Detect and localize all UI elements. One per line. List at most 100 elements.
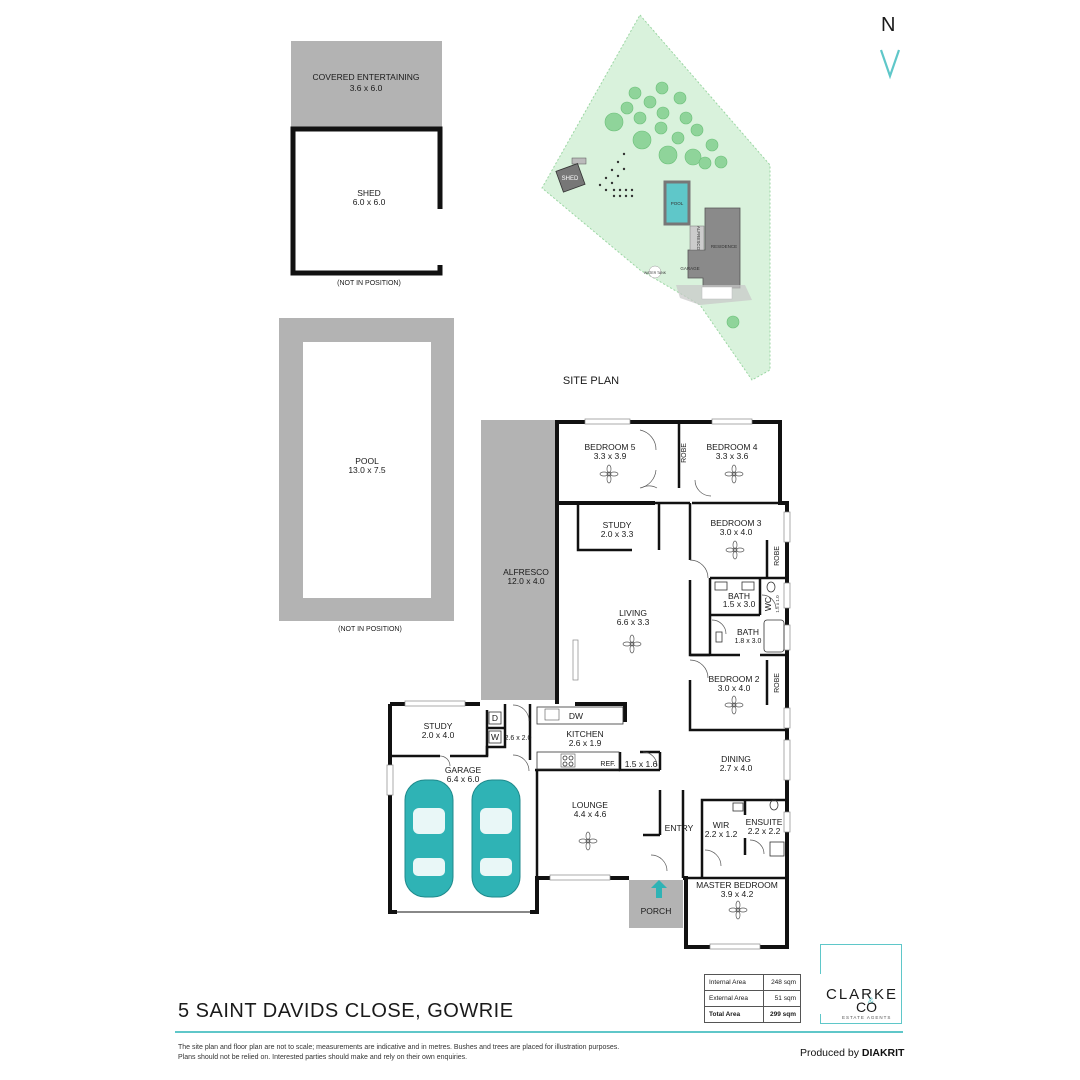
room-name: ALFRESCO xyxy=(503,567,549,577)
covered-entertaining-name: COVERED ENTERTAINING xyxy=(313,72,420,82)
logo-co: CO xyxy=(856,999,877,1015)
room-name: LIVING xyxy=(619,608,647,618)
room-name: WC xyxy=(763,597,773,611)
room-size: 2.0 x 4.0 xyxy=(422,730,455,740)
room-bedroom-5: BEDROOM 5 3.3 x 3.9 xyxy=(584,442,635,461)
room-size: 12.0 x 4.0 xyxy=(507,576,545,586)
area-table: Internal Area 248 sqm External Area 51 s… xyxy=(704,974,801,1023)
pool-size: 13.0 x 7.5 xyxy=(348,465,386,475)
disclaimer-line: Plans should not be relied on. Intereste… xyxy=(178,1053,468,1061)
room-name: LOUNGE xyxy=(572,800,608,810)
room-size: 1.8 x 3.0 xyxy=(735,638,762,645)
room-study-garage: STUDY 2.0 x 4.0 xyxy=(422,721,455,740)
room-name: STUDY xyxy=(603,520,632,530)
room-name: BEDROOM 4 xyxy=(706,442,757,452)
room-bedroom-4: BEDROOM 4 3.3 x 3.6 xyxy=(706,442,757,461)
north-label: N xyxy=(881,14,896,36)
room-name: GARAGE xyxy=(445,765,482,775)
room-master-bedroom: MASTER BEDROOM 3.9 x 4.2 xyxy=(696,880,778,899)
alfresco-area xyxy=(481,420,557,700)
area-label: Total Area xyxy=(704,1006,764,1023)
disclaimer: The site plan and floor plan are not to … xyxy=(178,1043,698,1062)
room-wc: WC 1.5 x 1.0 xyxy=(763,595,780,613)
room-name: BEDROOM 5 xyxy=(584,442,635,452)
site-garage-label: GARAGE xyxy=(680,266,699,271)
room-size: 3.3 x 3.9 xyxy=(594,451,627,461)
site-residence-label: RESIDENCE xyxy=(711,244,737,249)
area-label: Internal Area xyxy=(704,974,764,991)
room-robe-top: ROBE xyxy=(681,443,688,463)
vines-icon xyxy=(598,152,634,198)
clarke-co-logo: CLARKE & CO ESTATE AGENTS xyxy=(818,944,902,1024)
room-name: KITCHEN xyxy=(566,729,603,739)
covered-entertaining: COVERED ENTERTAINING 3.6 x 6.0 xyxy=(291,41,442,127)
site-water-tank-label: WATER TANK xyxy=(644,271,667,275)
room-size: 2.2 x 1.2 xyxy=(705,829,738,839)
site-alfresco-label: ALFRESCO xyxy=(696,226,701,251)
room-size: 3.3 x 3.6 xyxy=(716,451,749,461)
room-name: BEDROOM 3 xyxy=(710,518,761,528)
room-size: 2.0 x 3.3 xyxy=(601,529,634,539)
room-size: 3.9 x 4.2 xyxy=(721,889,754,899)
tree-icon xyxy=(604,81,740,329)
produced-by-brand: DIAKRIT xyxy=(861,1047,905,1059)
room-dining: DINING 2.7 x 4.0 xyxy=(720,754,753,773)
room-name: BATH xyxy=(728,591,750,601)
room-name: BATH xyxy=(737,627,759,637)
dryer-label: D xyxy=(492,713,498,723)
room-lounge: LOUNGE 4.4 x 4.6 xyxy=(572,800,608,819)
room-size: 2.7 x 4.0 xyxy=(720,763,753,773)
logo-sub: ESTATE AGENTS xyxy=(842,1015,892,1020)
site-plan-title: SITE PLAN xyxy=(563,375,619,387)
site-plan: SHED POOL RESIDENCE GARAGE ALFRESCO WATE… xyxy=(541,14,771,387)
car-icon xyxy=(471,779,521,898)
room-pantry-size: 1.5 x 1.6 xyxy=(625,759,658,769)
car-icon xyxy=(404,779,454,898)
dishwasher-label: DW xyxy=(569,711,583,721)
room-bath-1: BATH 1.5 x 3.0 xyxy=(723,591,756,609)
room-size: 3.0 x 4.0 xyxy=(720,527,753,537)
shed-size: 6.0 x 6.0 xyxy=(353,197,386,207)
room-living: LIVING 6.6 x 3.3 xyxy=(617,608,650,627)
room-size: 4.4 x 4.6 xyxy=(574,809,607,819)
floor-plan-drawing: SHED POOL RESIDENCE GARAGE ALFRESCO WATE… xyxy=(279,14,791,950)
room-bedroom-3: BEDROOM 3 3.0 x 4.0 xyxy=(710,518,761,537)
area-label: External Area xyxy=(704,990,764,1007)
washer-label: W xyxy=(491,732,499,742)
site-shed-label: SHED xyxy=(562,176,579,182)
table-row: External Area 51 sqm xyxy=(704,990,801,1007)
pool: POOL 13.0 x 7.5 (NOT IN POSITION) xyxy=(279,318,454,633)
shed-name: SHED xyxy=(357,188,381,198)
site-pool-label: POOL xyxy=(671,201,684,206)
room-name: ENSUITE xyxy=(746,817,783,827)
covered-entertaining-size: 3.6 x 6.0 xyxy=(350,83,383,93)
room-name: MASTER BEDROOM xyxy=(696,880,778,890)
area-value: 51 sqm xyxy=(763,990,801,1007)
room-name: BEDROOM 2 xyxy=(708,674,759,684)
room-size: 6.6 x 3.3 xyxy=(617,617,650,627)
north-arrow: N xyxy=(870,14,910,84)
room-bedroom-2: BEDROOM 2 3.0 x 4.0 xyxy=(708,674,759,693)
table-row: Total Area 299 sqm xyxy=(704,1006,801,1023)
room-size: 2.6 x 2.0 xyxy=(505,735,532,742)
room-ensuite: ENSUITE 2.2 x 2.2 xyxy=(746,817,783,836)
site-shed: SHED xyxy=(555,157,587,193)
pool-note: (NOT IN POSITION) xyxy=(338,626,402,633)
area-value: 248 sqm xyxy=(763,974,801,991)
room-robe-b3: ROBE xyxy=(774,546,781,566)
room-kitchen: DW KITCHEN 2.6 x 1.9 REF. xyxy=(566,711,615,768)
room-entry: ENTRY xyxy=(665,823,694,833)
north-arrow-icon xyxy=(879,49,901,80)
ceiling-fan-icon xyxy=(578,464,748,920)
room-size: 1.5 x 1.0 xyxy=(775,595,780,613)
produced-by-prefix: Produced by xyxy=(800,1047,859,1059)
room-robe-b2: ROBE xyxy=(774,673,781,693)
room-name: WIR xyxy=(713,820,730,830)
room-wir: WIR 2.2 x 1.2 xyxy=(705,820,738,839)
entry-arrow-icon xyxy=(651,880,667,898)
divider xyxy=(175,1031,903,1033)
disclaimer-line: The site plan and floor plan are not to … xyxy=(178,1044,620,1051)
room-study-upper: STUDY 2.0 x 3.3 xyxy=(601,520,634,539)
room-name: DINING xyxy=(721,754,751,764)
property-address: 5 SAINT DAVIDS CLOSE, GOWRIE xyxy=(178,1000,514,1022)
